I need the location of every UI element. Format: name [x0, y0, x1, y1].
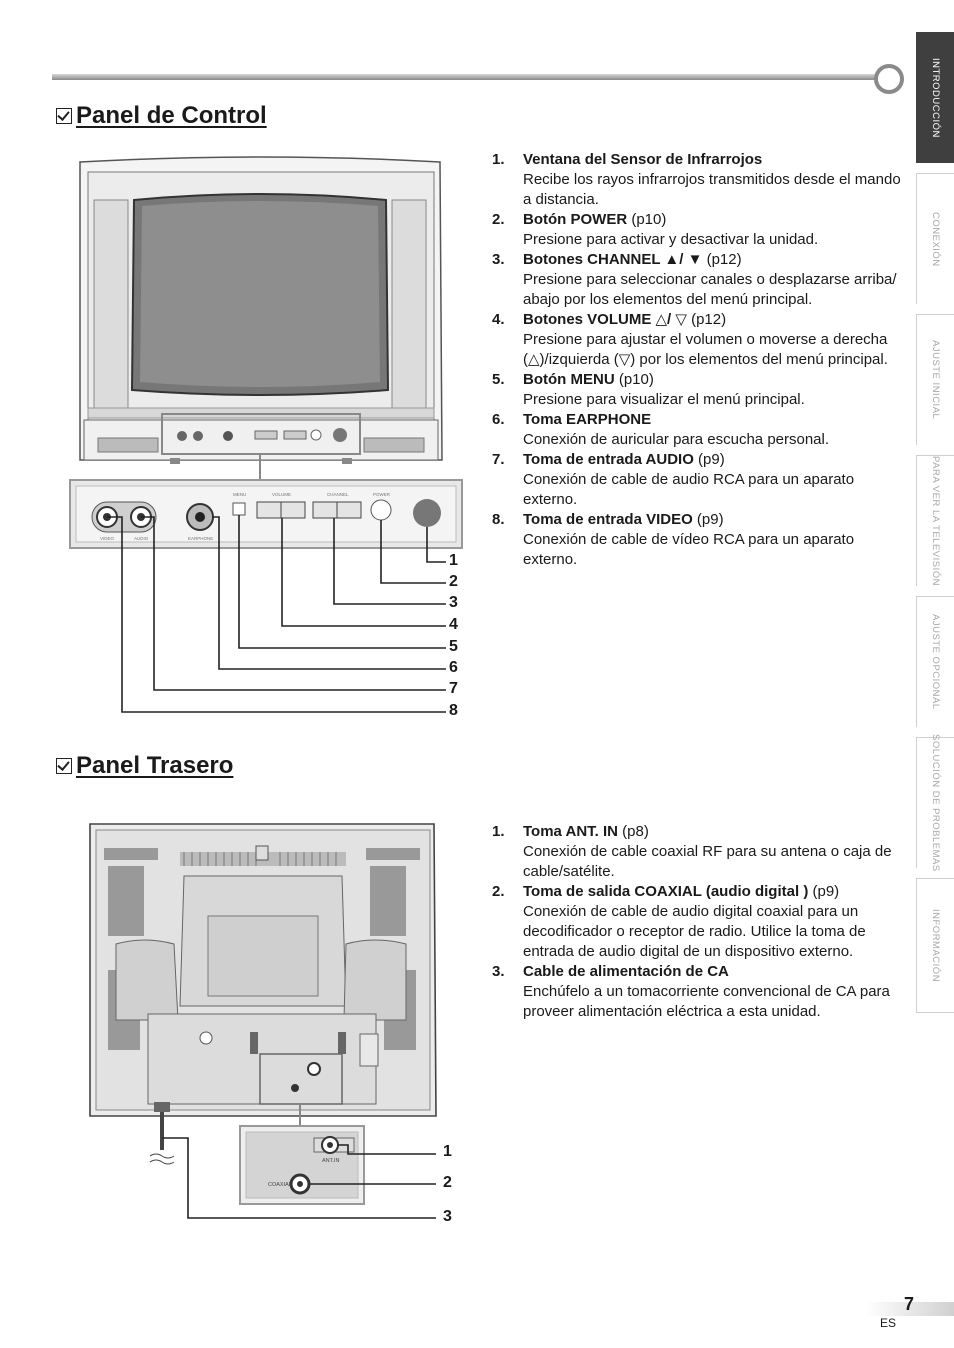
list-item: 5.Botón MENU (p10)Presione para visualiz…: [492, 371, 805, 408]
side-tab-conexion[interactable]: CONEXIÓN: [916, 173, 954, 304]
list-item: 7.Toma de entrada AUDIO (p9)Conexión de …: [492, 451, 855, 508]
rear-panel-illustration: ANT.IN COAXIAL: [89, 823, 437, 1219]
callout-1: 1: [449, 552, 458, 569]
list-item: 2.Botón POWER (p10)Presione para activar…: [492, 211, 819, 248]
callout-4: 4: [449, 616, 458, 633]
list-item: 3.Botones CHANNEL ▲/ ▼ (p12)Presione par…: [492, 251, 897, 308]
label-ant-in: ANT.IN: [322, 1158, 339, 1164]
side-tab-solucion-de-problemas[interactable]: SOLUCIÓN DE PROBLEMAS: [916, 734, 954, 872]
side-tab-ajuste-opcional[interactable]: AJUSTE OPCIONAL: [916, 596, 954, 727]
section-title-control-panel: Panel de Control: [56, 102, 267, 130]
label-volume: VOLUME: [272, 492, 291, 497]
callout-6: 6: [449, 659, 458, 676]
header-rule-end-circle: [874, 64, 904, 94]
page-language: ES: [880, 1316, 897, 1330]
label-menu: MENU: [233, 492, 246, 497]
page-number: 7: [904, 1294, 915, 1314]
side-tab-introduccion[interactable]: INTRODUCCIÓN: [916, 32, 954, 163]
list-item: 8.Toma de entrada VIDEO (p9)Conexión de …: [492, 511, 855, 568]
callout-rear-1: 1: [443, 1143, 452, 1160]
checkbox-icon: [56, 758, 72, 774]
label-video: VIDEO: [100, 536, 115, 541]
page-number-bar: [866, 1302, 954, 1316]
side-tab-para-ver-la-television[interactable]: PARA VER LA TELEVISIÓN: [916, 455, 954, 586]
rear-panel-list: 1.Toma ANT. IN (p8)Conexión de cable coa…: [492, 822, 902, 1022]
label-coaxial: COAXIAL: [268, 1182, 292, 1188]
label-audio: AUDIO: [134, 536, 149, 541]
list-item: 2.Toma de salida COAXIAL (audio digital …: [492, 883, 866, 960]
label-earphone: EARPHONE: [188, 536, 213, 541]
callout-2: 2: [449, 573, 458, 590]
label-power: POWER: [373, 492, 391, 497]
callout-8: 8: [449, 702, 458, 719]
side-tab-informacion[interactable]: INFORMACIÓN: [916, 878, 954, 1013]
callout-rear-3: 3: [443, 1208, 452, 1225]
section-title-rear-panel: Panel Trasero: [56, 752, 233, 780]
callout-3: 3: [449, 594, 458, 611]
header-rule: [52, 74, 878, 80]
side-tab-ajuste-inicial[interactable]: AJUSTE INICIAL: [916, 314, 954, 445]
callout-rear-2: 2: [443, 1174, 452, 1191]
front-panel-illustration: VIDEO AUDIO EARPHONE MENU VOLUME CHANNEL…: [69, 156, 463, 713]
list-item: 4.Botones VOLUME △/ ▽ (p12)Presione para…: [492, 311, 888, 368]
callout-7: 7: [449, 680, 458, 697]
checkbox-icon: [56, 108, 72, 124]
list-item: 1.Toma ANT. IN (p8)Conexión de cable coa…: [492, 823, 892, 880]
label-channel: CHANNEL: [327, 492, 349, 497]
callout-5: 5: [449, 638, 458, 655]
